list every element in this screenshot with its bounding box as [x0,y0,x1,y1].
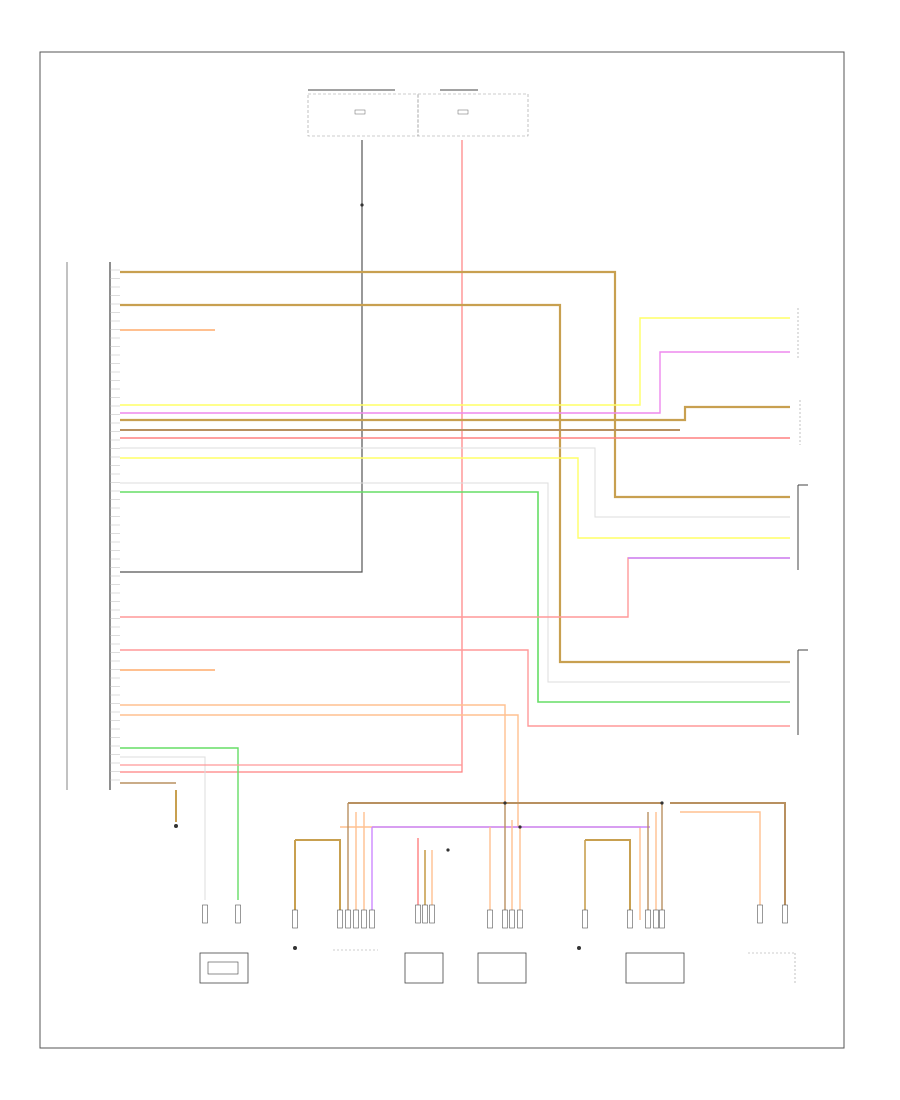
wire-white-10 [120,447,790,518]
terminal-stub-12 [502,909,508,929]
terminal-stub-18 [653,909,659,929]
diagram-frame [39,51,845,1049]
ecm-connector [66,262,111,790]
fuse-box-left [307,89,419,137]
terminal-stub-21 [782,904,788,924]
terminal-stub-10 [429,904,435,924]
terminal-stub-7 [369,909,375,929]
component-6 [577,946,685,984]
wire-white-12 [120,482,790,683]
splices [360,203,664,852]
wire-peach-18 [120,704,506,803]
right-connector-4 [797,649,808,735]
wire-brown-orange-2 [120,270,790,499]
terminal-stub-5 [353,909,359,929]
wire-gray-0 [120,140,363,573]
component-7 [748,952,796,983]
wire-brown-orange-7 [120,405,790,422]
component-2 [293,946,297,950]
wire-magenta-6 [120,351,790,414]
terminal-stub-15 [582,909,588,929]
wire-green-20 [120,747,239,900]
terminal-stub-13 [509,909,515,929]
terminal-stub-14 [517,909,523,929]
terminal-stub-2 [292,909,298,929]
terminal-stub-19 [659,909,665,929]
fuse-box-right [417,89,529,137]
wire-yellow-11 [120,457,790,539]
terminal-stub-9 [422,904,428,924]
right-connector-3 [797,484,808,570]
wire-brown-orange-27 [295,839,341,920]
ground-symbol [174,790,178,828]
wire-green-13 [120,491,790,703]
wire-tan-45 [670,802,786,920]
terminal-stub-6 [361,909,367,929]
wire-yellow-5 [120,317,790,406]
terminal-stub-3 [337,909,343,929]
wire-pink-14 [120,557,790,618]
wires [110,140,790,929]
terminal-stub-4 [345,909,351,929]
terminal-stub-17 [645,909,651,929]
terminal-stub-16 [627,909,633,929]
terminal-stub-11 [487,909,493,929]
component-4 [404,952,444,984]
component-1 [199,952,249,984]
wire-brown-orange-40 [585,839,631,920]
terminal-stub-1 [235,904,241,924]
wire-red-1 [120,140,463,773]
terminal-stub-20 [757,904,763,924]
wire-brown-orange-3 [120,303,790,664]
wire-pink-16 [120,649,790,727]
wire-white-21 [120,756,206,900]
component-5 [477,952,527,984]
terminal-stub-8 [415,904,421,924]
terminal-stub-0 [202,904,208,924]
wire-peach-46 [680,811,761,920]
wire-peach-19 [120,714,519,827]
